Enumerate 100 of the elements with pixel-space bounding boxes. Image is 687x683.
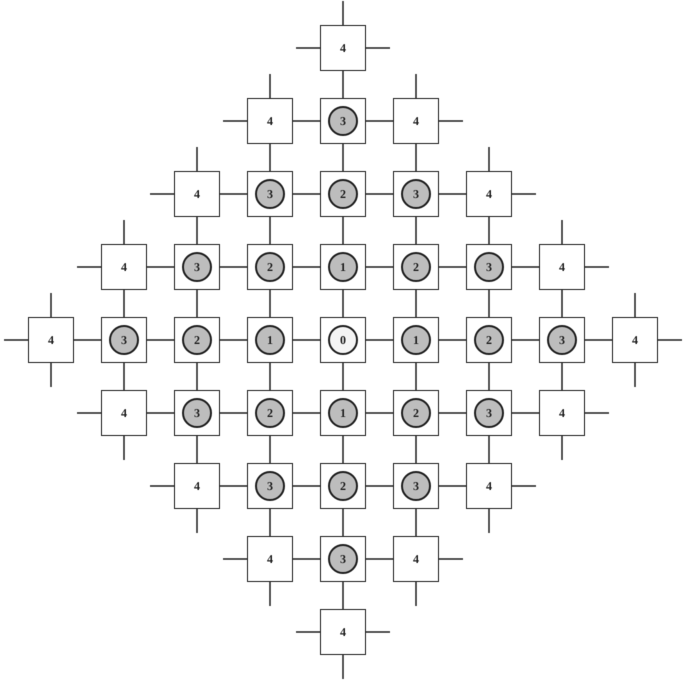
node-circle: 3 xyxy=(255,471,285,501)
link-line xyxy=(269,509,271,536)
link-line xyxy=(585,339,612,341)
node-box xyxy=(320,171,366,217)
link-line xyxy=(196,363,198,390)
link-line xyxy=(220,339,247,341)
node-circle: 1 xyxy=(401,325,431,355)
node-circle: 3 xyxy=(182,398,212,428)
link-line xyxy=(488,217,490,244)
node-box xyxy=(466,244,512,290)
link-line xyxy=(366,631,390,633)
link-line xyxy=(415,582,417,606)
node-box xyxy=(320,244,366,290)
link-line xyxy=(296,47,320,49)
node-box: 4 xyxy=(393,98,439,144)
link-line xyxy=(366,485,393,487)
link-line xyxy=(220,193,247,195)
node-box: 4 xyxy=(320,609,366,655)
node-box: 4 xyxy=(174,171,220,217)
link-line xyxy=(366,266,393,268)
node-circle: 3 xyxy=(474,398,504,428)
link-line xyxy=(293,485,320,487)
node-box xyxy=(247,317,293,363)
link-line xyxy=(366,47,390,49)
node-circle: 3 xyxy=(182,252,212,282)
node-box xyxy=(393,463,439,509)
node-box: 4 xyxy=(28,317,74,363)
link-line xyxy=(415,144,417,171)
link-line xyxy=(439,412,466,414)
link-line xyxy=(488,509,490,533)
link-line xyxy=(415,290,417,317)
node-box xyxy=(247,171,293,217)
link-line xyxy=(269,582,271,606)
link-line xyxy=(196,509,198,533)
node-circle: 2 xyxy=(255,252,285,282)
link-line xyxy=(561,290,563,317)
link-line xyxy=(342,217,344,244)
link-line xyxy=(196,217,198,244)
node-circle: 3 xyxy=(328,106,358,136)
link-line xyxy=(512,339,539,341)
node-box xyxy=(466,317,512,363)
link-line xyxy=(342,509,344,536)
node-box xyxy=(174,244,220,290)
link-line xyxy=(123,436,125,460)
node-box: 4 xyxy=(539,244,585,290)
node-circle: 2 xyxy=(401,398,431,428)
node-circle: 2 xyxy=(474,325,504,355)
link-line xyxy=(293,339,320,341)
node-circle: 1 xyxy=(328,398,358,428)
link-line xyxy=(269,436,271,463)
link-line xyxy=(488,363,490,390)
node-circle: 3 xyxy=(255,179,285,209)
node-box: 4 xyxy=(247,536,293,582)
link-line xyxy=(342,655,344,679)
node-box xyxy=(174,390,220,436)
node-box xyxy=(174,317,220,363)
link-line xyxy=(77,266,101,268)
node-box: 4 xyxy=(612,317,658,363)
link-line xyxy=(342,290,344,317)
node-box xyxy=(466,390,512,436)
node-box xyxy=(320,98,366,144)
link-line xyxy=(415,217,417,244)
node-box: 4 xyxy=(539,390,585,436)
link-line xyxy=(585,412,609,414)
node-circle: 1 xyxy=(255,325,285,355)
node-circle: 2 xyxy=(401,252,431,282)
link-line xyxy=(269,144,271,171)
link-line xyxy=(439,339,466,341)
link-line xyxy=(296,631,320,633)
link-line xyxy=(342,1,344,25)
link-line xyxy=(293,266,320,268)
link-line xyxy=(150,485,174,487)
node-box xyxy=(247,244,293,290)
node-box: 4 xyxy=(247,98,293,144)
node-box: 4 xyxy=(101,244,147,290)
node-box: 4 xyxy=(466,171,512,217)
link-line xyxy=(488,147,490,171)
link-line xyxy=(220,266,247,268)
node-box: 4 xyxy=(466,463,512,509)
node-box xyxy=(247,390,293,436)
node-circle: 2 xyxy=(255,398,285,428)
link-line xyxy=(561,436,563,460)
node-circle: 3 xyxy=(547,325,577,355)
node-circle: 2 xyxy=(182,325,212,355)
link-line xyxy=(439,120,463,122)
link-line xyxy=(50,363,52,387)
node-box xyxy=(393,244,439,290)
link-line xyxy=(488,436,490,463)
node-box: 4 xyxy=(320,25,366,71)
node-box xyxy=(393,317,439,363)
link-line xyxy=(439,266,466,268)
node-box xyxy=(320,463,366,509)
link-line xyxy=(50,293,52,317)
link-line xyxy=(512,485,536,487)
link-line xyxy=(123,363,125,390)
link-line xyxy=(342,363,344,390)
link-line xyxy=(366,558,393,560)
link-line xyxy=(415,74,417,98)
link-line xyxy=(342,582,344,609)
link-line xyxy=(220,485,247,487)
